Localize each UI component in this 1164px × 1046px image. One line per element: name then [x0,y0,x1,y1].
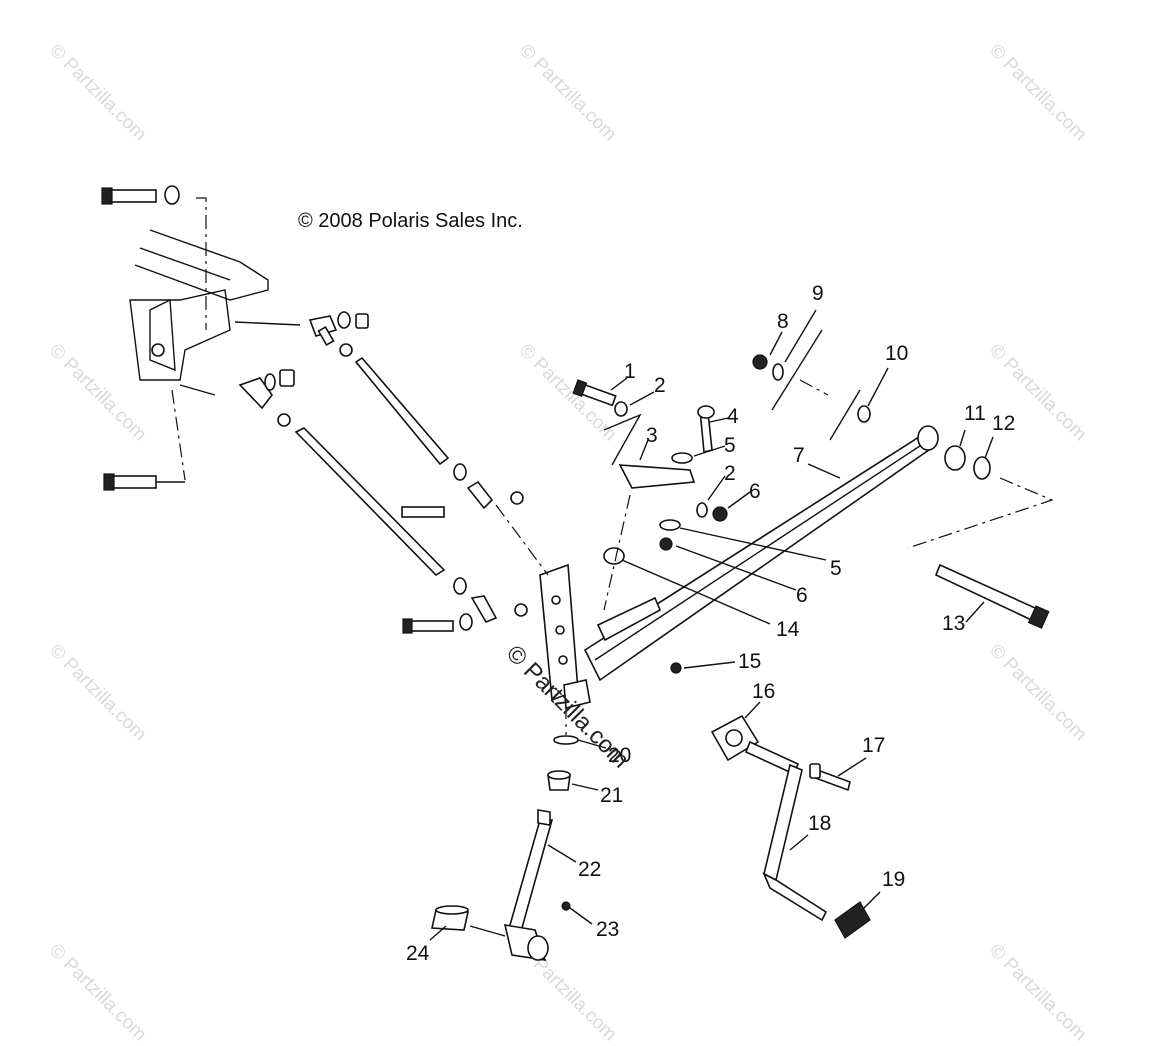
callout-label: 11 [964,402,986,425]
callout-label: 7 [793,444,805,467]
callout-label: 8 [777,310,789,333]
chassis-bracket [101,185,301,491]
upper-tie-rod [308,311,524,510]
callout-label: 2 [654,374,666,397]
hardware-small-parts [572,329,1054,674]
callout-label: 9 [812,282,824,305]
callout-label: 12 [992,412,1015,435]
callout-label: 20 [608,744,631,767]
callout-label: 24 [406,942,430,965]
callout-label: 14 [776,618,800,641]
brake-pedal [710,714,871,939]
callout-label: 18 [808,812,831,835]
callout-label: 16 [752,680,775,703]
callout-label: 5 [724,434,736,457]
callout-label: 6 [749,480,761,503]
callout-label: 15 [738,650,761,673]
steering-post [495,425,939,710]
callout-label: 1 [624,360,636,383]
steering-shaft [431,705,579,961]
callout-label: 22 [578,858,601,881]
callout-label: 2 [724,462,736,485]
callout-label: 3 [646,424,658,447]
callout-label: 4 [727,405,739,428]
callout-labels: 1 2 3 4 5 2 6 7 8 9 10 11 12 5 6 13 14 1… [406,282,1015,965]
lower-tie-rod [238,369,528,634]
leader-lines [429,309,994,941]
callout-label: 6 [796,584,808,607]
callout-label: 23 [596,918,619,941]
callout-label: 10 [885,342,908,365]
callout-label: 19 [882,868,905,891]
callout-label: 13 [942,612,965,635]
parts-diagram: © Partzilla.com © Partzilla.com © Partzi… [45,40,1090,1045]
callout-label: 21 [600,784,623,807]
callout-label: 5 [830,557,842,580]
exploded-view-drawing: 1 2 3 4 5 2 6 7 8 9 10 11 12 5 6 13 14 1… [101,185,1054,965]
copyright-notice: © 2008 Polaris Sales Inc. [298,210,523,232]
callout-label: 17 [862,734,885,757]
